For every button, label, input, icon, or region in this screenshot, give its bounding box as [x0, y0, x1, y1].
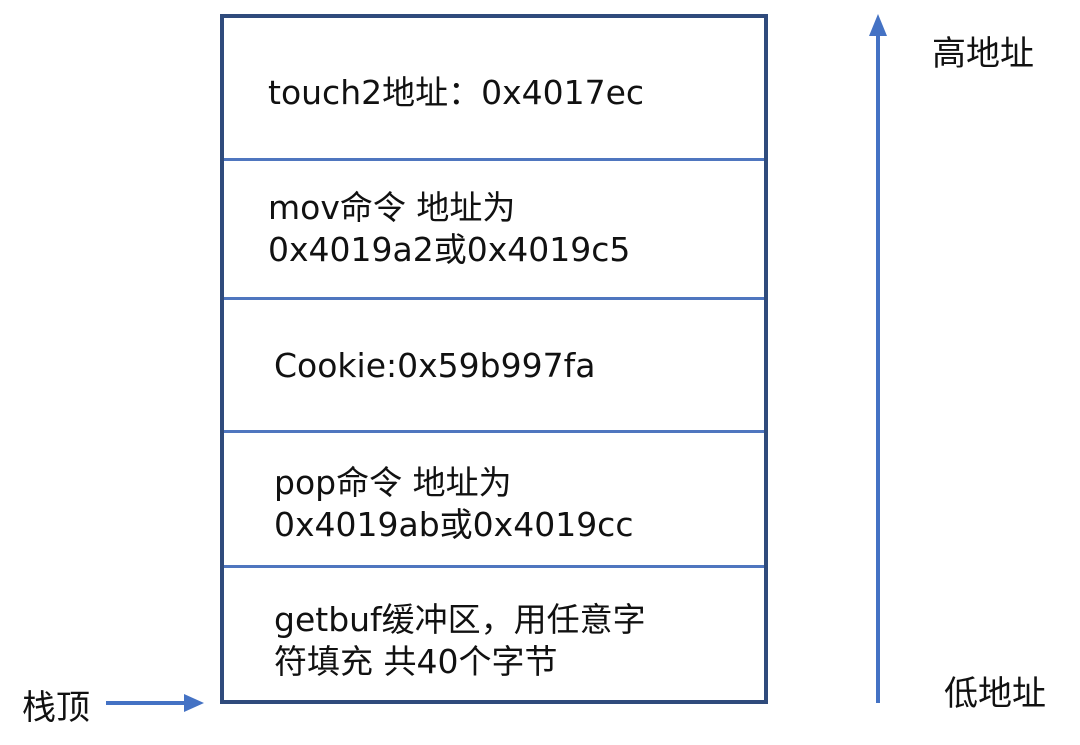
- stack-cell-text: mov命令 地址为 0x4019a2或0x4019c5: [268, 188, 631, 269]
- low-address-label: 低地址: [944, 674, 1046, 714]
- stack-top-label: 栈顶: [22, 688, 90, 728]
- high-address-label: 高地址: [932, 34, 1034, 74]
- stack-cell-text: Cookie:0x59b997fa: [274, 346, 596, 385]
- stack-divider: [224, 158, 764, 161]
- address-direction-arrow: [869, 14, 887, 703]
- stack-top-arrow: [106, 694, 204, 712]
- stack-cell-mov-instruction: mov命令 地址为 0x4019a2或0x4019c5: [224, 161, 764, 297]
- stack-divider: [224, 297, 764, 300]
- stack-divider: [224, 430, 764, 433]
- stack-cell-cookie: Cookie:0x59b997fa: [224, 300, 764, 430]
- stack-cell-touch2-address: touch2地址：0x4017ec: [224, 18, 764, 158]
- stack-diagram: touch2地址：0x4017ec mov命令 地址为 0x4019a2或0x4…: [220, 14, 768, 704]
- stack-cell-getbuf-buffer: getbuf缓冲区，用任意字 符填充 共40个字节: [224, 568, 764, 704]
- stack-cell-pop-instruction: pop命令 地址为 0x4019ab或0x4019cc: [224, 433, 764, 565]
- stack-cell-text: touch2地址：0x4017ec: [268, 73, 645, 112]
- stack-divider: [224, 565, 764, 568]
- stack-cell-text: getbuf缓冲区，用任意字 符填充 共40个字节: [274, 600, 646, 681]
- stack-cell-text: pop命令 地址为 0x4019ab或0x4019cc: [274, 463, 634, 544]
